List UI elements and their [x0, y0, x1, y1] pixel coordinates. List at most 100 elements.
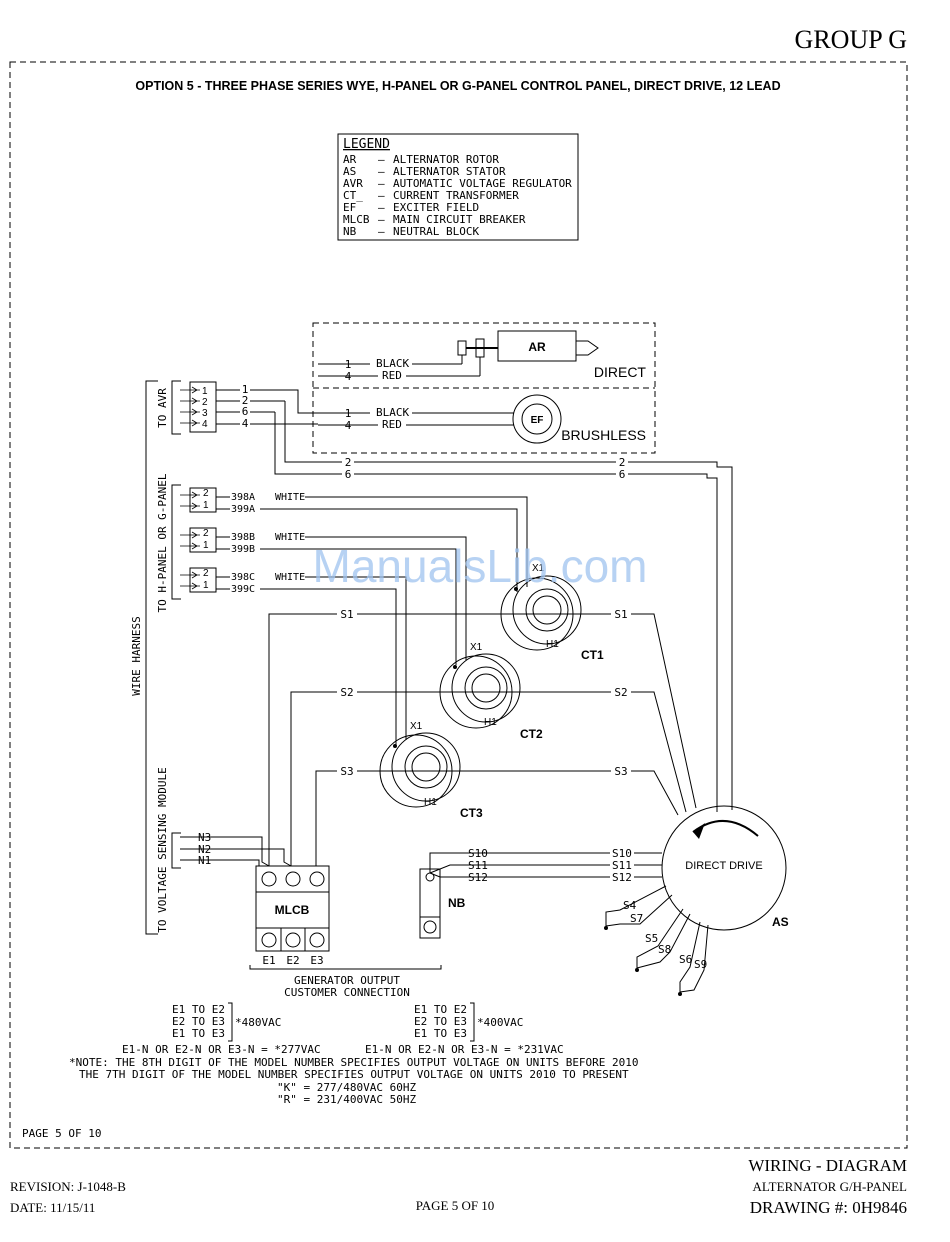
svg-text:–: –: [378, 165, 385, 178]
wire-399b: 399B: [231, 544, 255, 555]
alternator-stator: DIRECT DRIVE AS S4 S7 S5 S8 S6 S9: [604, 805, 789, 996]
wire-s11: S11: [612, 859, 632, 872]
exciter-field: EF: [512, 394, 562, 444]
line-conductors: S1 S1 S2 S2 S3 S3: [268, 608, 697, 866]
to-sensing-module-label: TO VOLTAGE SENSING MODULE: [156, 767, 169, 933]
drawing-number: DRAWING #: 0H9846: [750, 1198, 907, 1217]
panel-pin-2: 2: [203, 568, 209, 579]
main-circuit-breaker: MLCB E1 E2 E3 GENERATOR OUTPUT CUSTOMER …: [249, 865, 442, 999]
wire-s12: S12: [468, 871, 488, 884]
ef-label: EF: [531, 415, 544, 426]
legend-desc: ALTERNATOR ROTOR: [393, 153, 499, 166]
legend-box: LEGEND AR – ALTERNATOR ROTOR AS – ALTERN…: [337, 133, 579, 241]
as-label: AS: [772, 915, 789, 929]
voltage-right-row: E1 TO E2: [414, 1003, 467, 1016]
legend-desc: AUTOMATIC VOLTAGE REGULATOR: [393, 177, 572, 190]
stator-wire-2: 2: [619, 456, 626, 469]
legend-desc: NEUTRAL BLOCK: [393, 225, 479, 238]
terminal-e2: E2: [286, 954, 299, 967]
voltage-left-row: E2 TO E3: [172, 1015, 225, 1028]
revision: REVISION: J-1048-B: [10, 1179, 126, 1194]
terminal-e1: E1: [262, 954, 275, 967]
white-label: WHITE: [275, 532, 305, 543]
wire-n3: N3: [198, 831, 211, 844]
drawing-frame: [9, 61, 908, 1149]
legend-desc: EXCITER FIELD: [393, 201, 479, 214]
wire-n2: N2: [198, 843, 211, 856]
avr-pin-1: 1: [202, 386, 208, 397]
svg-text:–: –: [378, 213, 385, 226]
wire-399a: 399A: [231, 504, 255, 515]
wire-s5: S5: [645, 932, 658, 945]
avr-pin-3: 3: [202, 408, 208, 419]
wire-s12: S12: [612, 871, 632, 884]
white-label: WHITE: [275, 492, 305, 503]
brushless-wire-4: 4: [345, 419, 352, 432]
avr-pin-2: 2: [202, 397, 208, 408]
ar-label: AR: [528, 340, 546, 354]
output-line1: GENERATOR OUTPUT: [294, 974, 400, 987]
ct3-label: CT3: [460, 806, 483, 820]
wire-s7: S7: [630, 912, 643, 925]
panel-pin-1: 1: [203, 500, 209, 511]
note-line1: *NOTE: THE 8TH DIGIT OF THE MODEL NUMBER…: [69, 1056, 639, 1069]
diagram-title: OPTION 5 - THREE PHASE SERIES WYE, H-PAN…: [135, 79, 780, 93]
panel-pin-2: 2: [203, 528, 209, 539]
wire-s6: S6: [679, 953, 692, 966]
brushless-wire-1: 1: [345, 407, 352, 420]
wire-s4: S4: [623, 899, 637, 912]
legend-abbr: AR: [343, 153, 357, 166]
avr-wire-6: 6: [242, 405, 249, 418]
to-panel-label: TO H-PANEL OR G-PANEL: [156, 473, 169, 612]
voltage-left-value: *480VAC: [235, 1016, 281, 1029]
wire-n1: N1: [198, 854, 211, 867]
sensing-wires: N3 N2 N1: [180, 831, 292, 867]
wire-s10: S10: [612, 847, 632, 860]
wire-s2: S2: [614, 686, 627, 699]
direct-black-label: BLACK: [376, 357, 409, 370]
footer-page: PAGE 5 OF 10: [416, 1198, 495, 1213]
legend-abbr: AS: [343, 165, 356, 178]
ct2-label: CT2: [520, 727, 543, 741]
terminal-e3: E3: [310, 954, 323, 967]
avr-connector: 1 2 3 4: [180, 381, 217, 433]
footer: REVISION: J-1048-B DATE: 11/15/11 PAGE 5…: [10, 1156, 907, 1217]
voltage-table-left: E1 TO E2 E2 TO E3 E1 TO E3 *480VAC: [172, 1002, 281, 1042]
brushless-red-label: RED: [382, 418, 402, 431]
voltage-right-row: E2 TO E3: [414, 1015, 467, 1028]
ct1-x1: X1: [532, 563, 545, 574]
ct3: X1 H1 CT3: [379, 721, 483, 820]
legend-heading: LEGEND: [343, 137, 390, 152]
voltage-notes: E1-N OR E2-N OR E3-N = *277VAC E1-N OR E…: [69, 1043, 639, 1106]
group-label: GROUP G: [795, 25, 907, 54]
svg-text:–: –: [378, 201, 385, 214]
to-avr-label: TO AVR: [156, 388, 169, 428]
wire-398a: 398A: [231, 492, 255, 503]
wire-s9: S9: [694, 958, 707, 971]
panel-connectors: 2 1 2 1 2 1 398A WHITE 399A: [180, 487, 528, 745]
wire-s10: S10: [468, 847, 488, 860]
direct-red-label: RED: [382, 369, 402, 382]
harness-wire-2: 2: [345, 456, 352, 469]
date: DATE: 11/15/11: [10, 1200, 95, 1215]
ct1-h1: H1: [546, 639, 559, 650]
svg-text:–: –: [378, 189, 385, 202]
nb-label: NB: [448, 896, 466, 910]
wire-harness-label: WIRE HARNESS: [130, 616, 143, 695]
ct2-h1: H1: [484, 717, 497, 728]
brushless-label: BRUSHLESS: [561, 427, 646, 443]
r-option: "R" = 231/400VAC 50HZ: [277, 1093, 416, 1106]
svg-text:–: –: [378, 153, 385, 166]
brushless-black-label: BLACK: [376, 406, 409, 419]
k-option: "K" = 277/480VAC 60HZ: [277, 1081, 416, 1094]
wire-s8: S8: [658, 943, 671, 956]
legend-desc: MAIN CIRCUIT BREAKER: [393, 213, 526, 226]
wire-399c: 399C: [231, 584, 255, 595]
harness-brackets: [145, 380, 181, 935]
voltage-table-right: E1 TO E2 E2 TO E3 E1 TO E3 *400VAC: [414, 1002, 523, 1042]
wire-398b: 398B: [231, 532, 255, 543]
output-line2: CUSTOMER CONNECTION: [284, 986, 410, 999]
ct2: X1 H1 CT2: [439, 642, 543, 741]
ct3-x1: X1: [410, 721, 423, 732]
